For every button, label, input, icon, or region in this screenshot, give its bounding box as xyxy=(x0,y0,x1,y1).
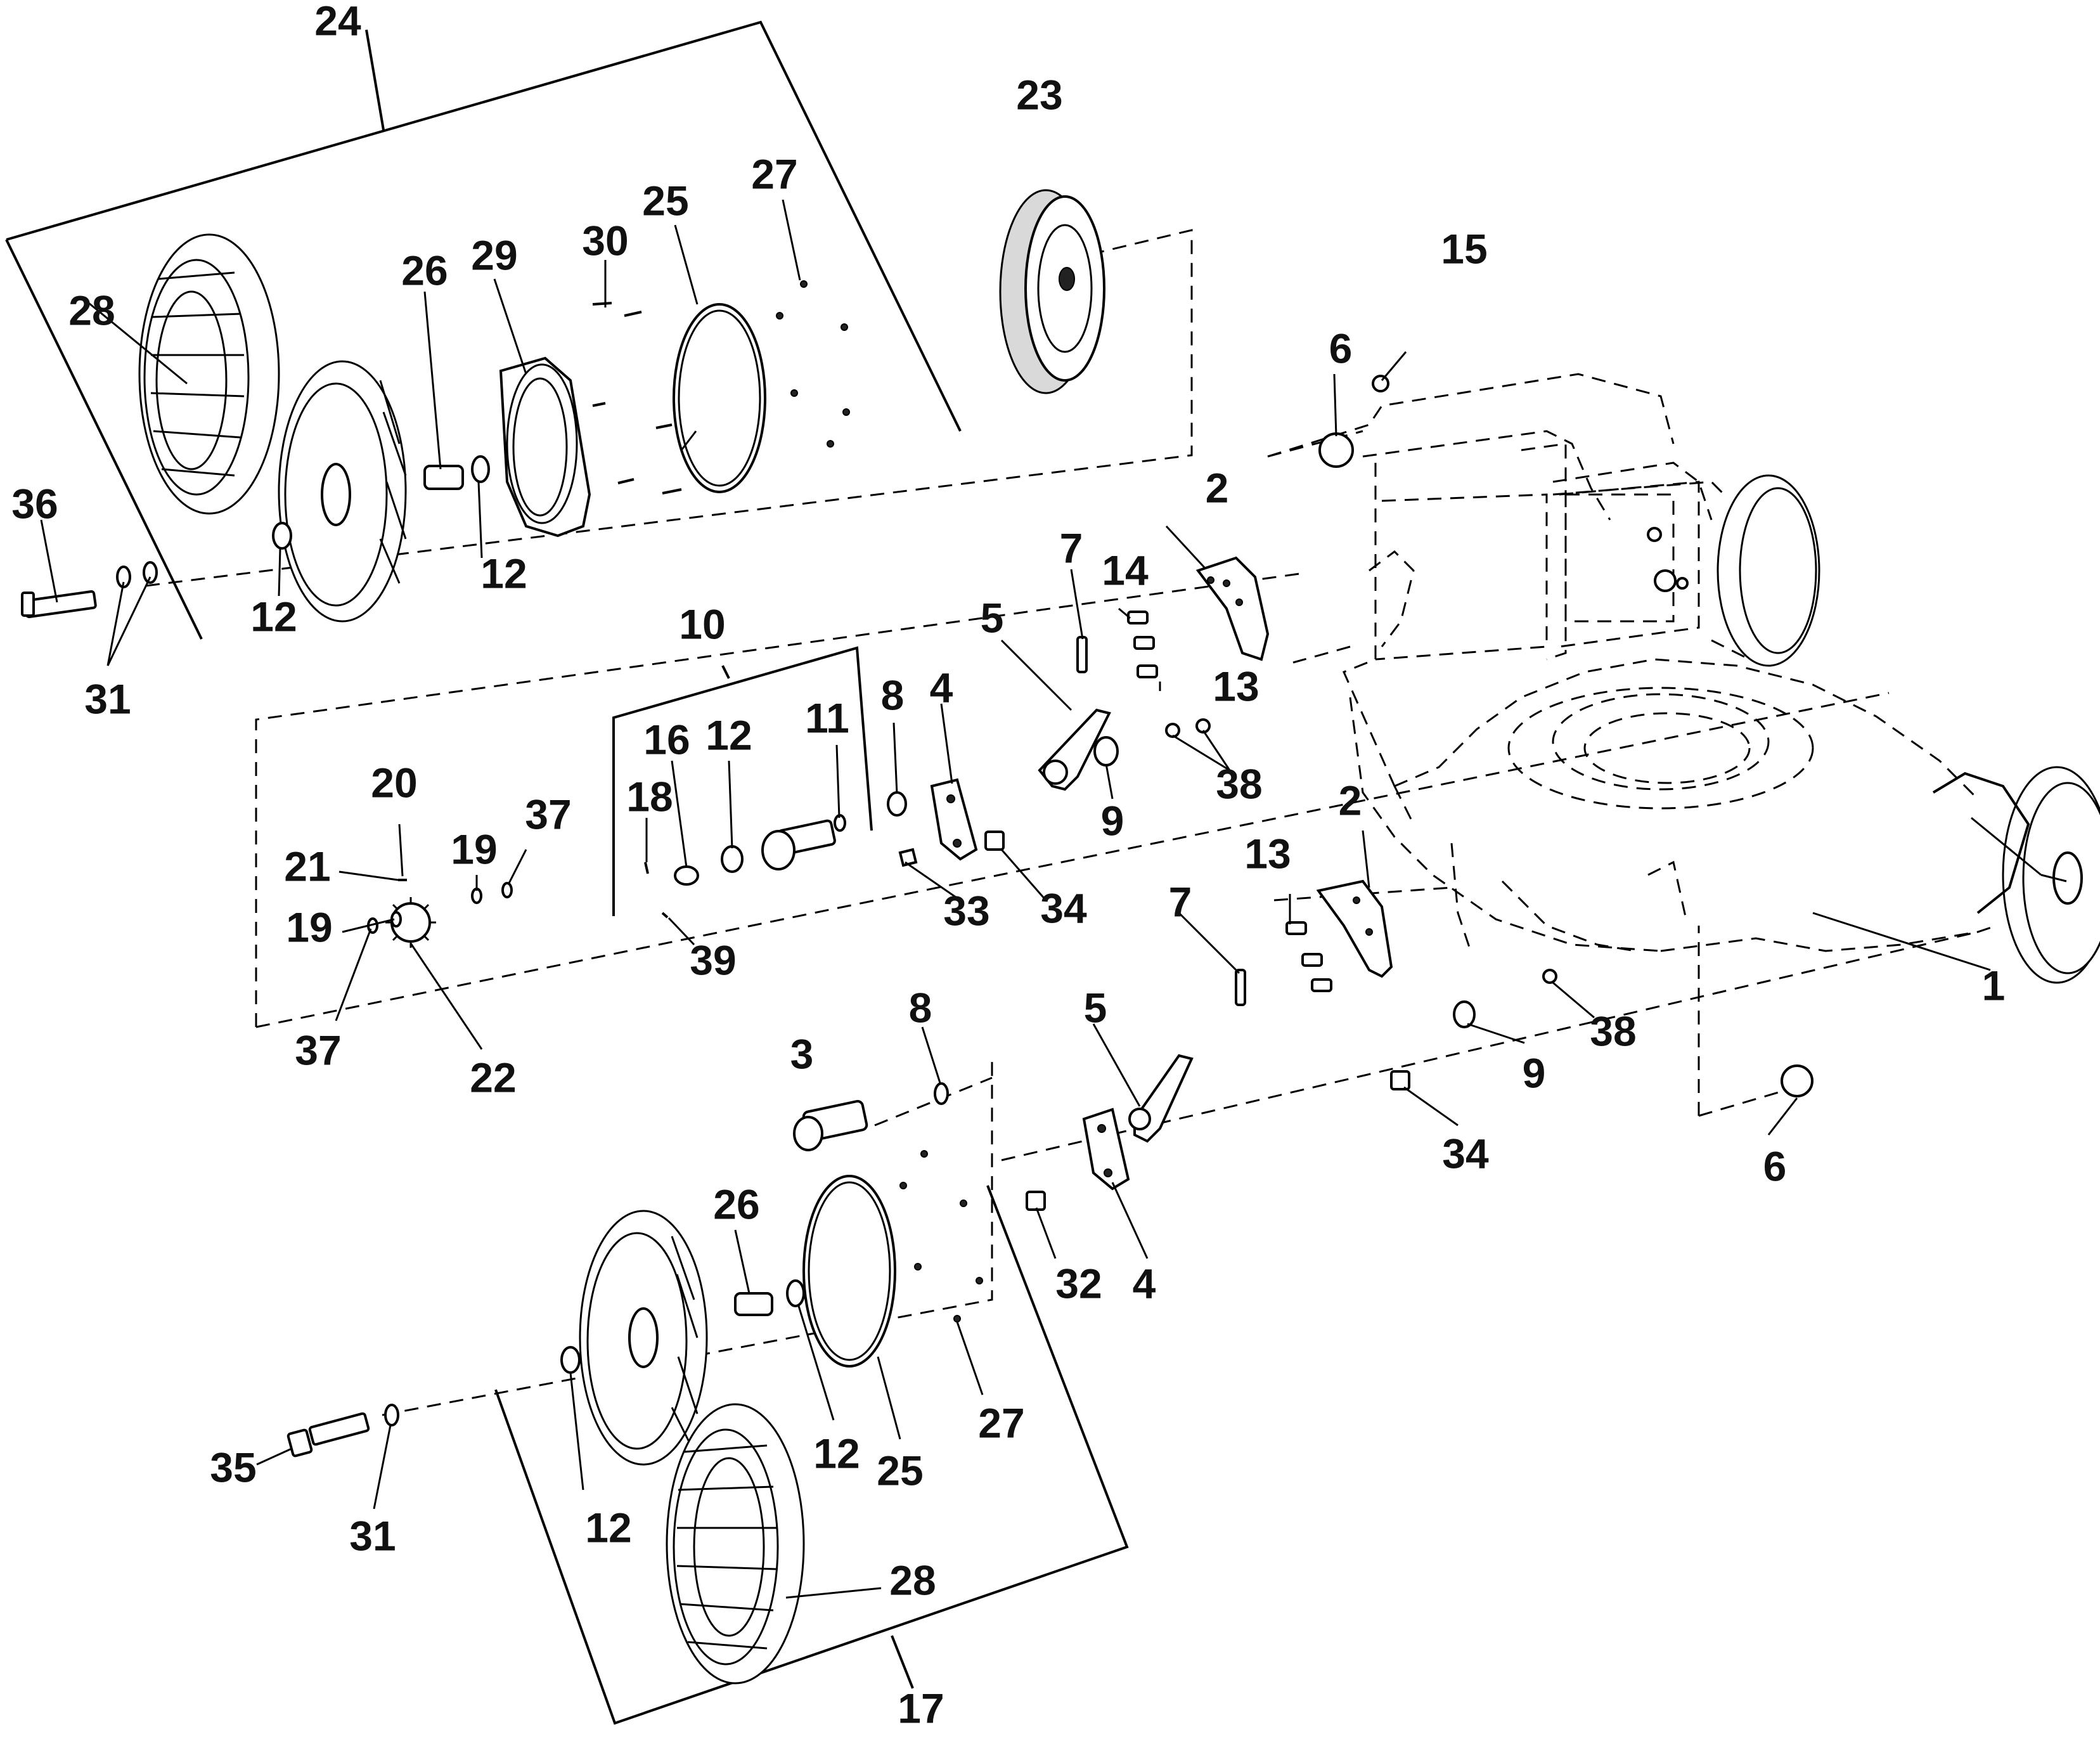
callout-labels: 24 23 27 25 30 29 26 28 15 6 36 12 12 31… xyxy=(11,0,2005,1731)
callout-34-upper: 34 xyxy=(1040,884,1087,931)
tire-upper xyxy=(138,233,280,515)
callout-14: 14 xyxy=(1102,546,1149,593)
assembly-lines xyxy=(145,229,1978,1416)
callout-8-lower: 8 xyxy=(909,984,932,1031)
callout-7-lower: 7 xyxy=(1169,878,1192,925)
bolt-35 xyxy=(287,1404,399,1458)
callout-12-d: 12 xyxy=(813,1430,860,1477)
callout-31-lower: 31 xyxy=(349,1512,396,1559)
pivot-plate-lower xyxy=(1082,1108,1130,1191)
callout-15: 15 xyxy=(1441,225,1487,272)
callout-9-lower: 9 xyxy=(1523,1049,1546,1096)
callout-35: 35 xyxy=(210,1444,256,1491)
callout-34-lower: 34 xyxy=(1442,1130,1489,1177)
rear-axle-bolt xyxy=(793,1100,868,1151)
bracket-17 xyxy=(494,1185,1129,1725)
cover-ring-upper xyxy=(673,303,766,493)
callout-6-lower: 6 xyxy=(1763,1142,1787,1189)
callout-19-lower: 19 xyxy=(286,903,332,950)
callout-1: 1 xyxy=(1982,962,2006,1009)
wheel-lower xyxy=(579,1210,708,1466)
callout-13-lower: 13 xyxy=(1244,830,1291,877)
cover-ring-lower xyxy=(802,1175,896,1368)
callout-38-lower: 38 xyxy=(1590,1007,1636,1054)
callout-18: 18 xyxy=(626,773,673,820)
callout-32: 32 xyxy=(1055,1260,1102,1307)
callout-9-upper: 9 xyxy=(1101,797,1124,844)
callout-8-upper: 8 xyxy=(881,671,905,718)
pivot-plate-upper xyxy=(930,778,978,861)
callout-36: 36 xyxy=(11,480,58,527)
callout-37-upper: 37 xyxy=(525,791,571,837)
screws-27-lower xyxy=(899,1150,983,1322)
callout-33: 33 xyxy=(943,887,989,934)
lever-lower xyxy=(1128,1054,1194,1143)
bracket-upper xyxy=(1195,556,1270,661)
callout-30: 30 xyxy=(582,217,628,264)
callout-19-upper: 19 xyxy=(451,825,497,872)
callout-31-upper: 31 xyxy=(84,675,131,722)
callout-28-lower: 28 xyxy=(889,1556,936,1603)
callout-25-lower: 25 xyxy=(877,1447,923,1494)
callout-39: 39 xyxy=(690,936,736,983)
callout-2-upper: 2 xyxy=(1206,464,1229,511)
callout-26-lower: 26 xyxy=(713,1180,759,1227)
callout-6-upper: 6 xyxy=(1329,325,1353,372)
lower-wheel-assembly xyxy=(287,1150,983,1685)
callout-38-upper: 38 xyxy=(1216,760,1262,807)
upper-wheel-assembly xyxy=(21,189,1105,623)
wheel-upper xyxy=(278,360,407,623)
callout-2-lower: 2 xyxy=(1339,777,1362,824)
callout-22: 22 xyxy=(470,1054,516,1101)
callout-11: 11 xyxy=(805,694,849,741)
bolt-36 xyxy=(21,561,158,619)
screws-30 xyxy=(592,302,682,495)
screws-27-upper xyxy=(776,280,850,448)
callout-12-a: 12 xyxy=(480,550,527,597)
callout-23: 23 xyxy=(1016,71,1062,118)
callout-16: 16 xyxy=(643,716,690,763)
callout-3: 3 xyxy=(790,1030,814,1077)
ring-gear xyxy=(499,356,591,538)
callout-10: 10 xyxy=(679,600,725,647)
bracket-10 xyxy=(612,646,873,916)
callout-37-lower: 37 xyxy=(295,1026,341,1073)
callout-26: 26 xyxy=(401,247,448,294)
lever-upper xyxy=(1038,708,1111,791)
callout-12-e: 12 xyxy=(585,1504,631,1551)
tire-lower xyxy=(666,1403,805,1685)
callout-20: 20 xyxy=(371,759,417,806)
callout-17: 17 xyxy=(898,1685,944,1731)
bracket-lower xyxy=(1316,879,1393,978)
callout-27-lower: 27 xyxy=(978,1399,1024,1446)
callout-29: 29 xyxy=(471,231,517,278)
callout-28-upper: 28 xyxy=(68,287,115,333)
callout-5-upper: 5 xyxy=(981,594,1004,641)
height-adjust-lower xyxy=(793,879,1813,1211)
drive-pinion-group xyxy=(367,814,846,948)
bracket-24 xyxy=(5,20,962,640)
callout-4-lower: 4 xyxy=(1133,1260,1156,1307)
callout-25: 25 xyxy=(642,177,688,224)
callout-7-upper: 7 xyxy=(1060,524,1083,571)
callout-21: 21 xyxy=(284,843,330,889)
callout-5-lower: 5 xyxy=(1084,984,1107,1031)
callout-12-b: 12 xyxy=(250,593,297,640)
callout-12-c: 12 xyxy=(705,711,752,758)
mower-deck xyxy=(1267,373,2100,984)
leader-lines xyxy=(40,199,1798,1599)
height-adjust-upper xyxy=(887,375,1389,867)
callout-24: 24 xyxy=(314,0,361,44)
hub-cap xyxy=(999,189,1105,394)
pinion-shaft xyxy=(761,819,836,870)
callout-27: 27 xyxy=(751,150,797,197)
callout-13-upper: 13 xyxy=(1213,663,1259,709)
callout-4-upper: 4 xyxy=(930,664,953,711)
